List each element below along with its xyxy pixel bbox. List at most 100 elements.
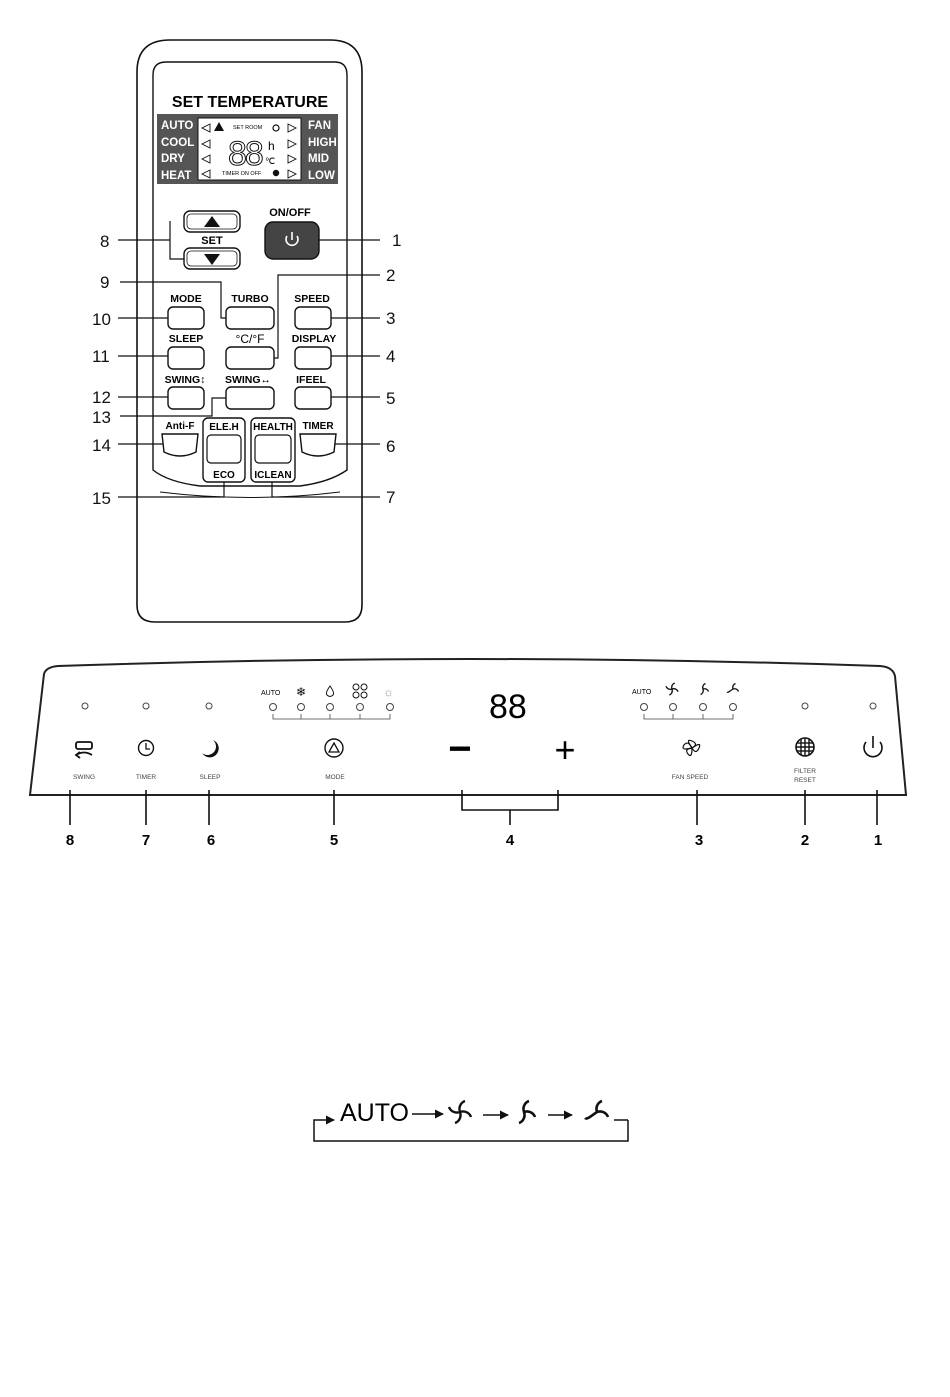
timer-button[interactable] xyxy=(299,433,337,457)
timer-label: TIMER xyxy=(302,421,334,432)
lcd-fan-mid: MID xyxy=(308,153,329,165)
status-leds xyxy=(81,702,877,711)
control-panel: AUTO ❄ ☼ 88 AUTO SWING TIMER xyxy=(28,658,908,849)
callout-12: 12 xyxy=(92,388,111,407)
down-arrow-icon xyxy=(204,254,220,265)
plus-button[interactable]: + xyxy=(554,729,575,770)
lcd-timer-icon xyxy=(272,169,280,177)
callout-4: 4 xyxy=(386,347,395,366)
panel-digits: 88 xyxy=(489,688,527,726)
ifeel-button[interactable] xyxy=(294,386,332,410)
onoff-button[interactable] xyxy=(264,221,320,260)
fan-speed-icon xyxy=(682,739,701,757)
panel-callout-1: 1 xyxy=(874,832,882,849)
panel-mode-button[interactable]: MODE xyxy=(324,738,345,781)
panel-callout-2: 2 xyxy=(801,832,809,849)
filter-label: FILTER xyxy=(794,768,816,775)
panel-sleep-button[interactable]: SLEEP xyxy=(200,740,221,781)
minus-button[interactable]: − xyxy=(448,727,471,771)
speed-button[interactable] xyxy=(294,306,332,330)
power-panel-icon xyxy=(863,736,883,758)
lcd-signal-icon xyxy=(214,122,224,131)
moon-icon xyxy=(202,740,219,758)
panel-fan-auto: AUTO xyxy=(632,689,652,696)
remote-callout-lines xyxy=(118,221,380,498)
iclean-label: ICLEAN xyxy=(254,470,291,481)
lcd-timer-on-off: TIMER ON OFF xyxy=(222,171,262,177)
mode-label: MODE xyxy=(170,293,202,305)
turbo-button[interactable] xyxy=(225,306,275,330)
fan-speed-sequence: AUTO xyxy=(313,1099,629,1142)
display-label: DISPLAY xyxy=(292,333,337,345)
remote-callout-numbers: 1 2 3 4 5 6 7 8 9 10 11 12 13 14 15 xyxy=(92,231,401,508)
lcd-digits: 88 xyxy=(228,135,263,173)
panel-power-button[interactable] xyxy=(863,736,883,758)
swing-vertical-button[interactable] xyxy=(167,386,205,410)
panel-timer-button[interactable]: TIMER xyxy=(136,739,157,782)
health-label: HEALTH xyxy=(253,422,293,433)
callout-1: 1 xyxy=(392,231,401,250)
lcd-unit: ℃ xyxy=(265,156,275,166)
sequence-fan-low-icon xyxy=(584,1099,610,1120)
health-iclean-button[interactable] xyxy=(250,417,296,483)
lcd-hour: h xyxy=(268,139,275,153)
lcd-screen xyxy=(197,117,302,181)
mode-panel-label: MODE xyxy=(325,774,345,781)
callout-11: 11 xyxy=(92,347,110,366)
heat-icon: ☼ xyxy=(383,685,394,699)
clock-icon xyxy=(137,739,155,757)
set-up-button[interactable] xyxy=(183,210,241,233)
remote-control: SET TEMPERATURE AUTO COOL DRY HEAT FAN H… xyxy=(92,39,401,623)
panel-mode-auto: AUTO xyxy=(261,690,281,697)
callout-7: 7 xyxy=(386,488,395,507)
lcd-set-room: SET ROOM xyxy=(233,125,263,131)
panel-swing-button[interactable]: SWING xyxy=(73,741,95,781)
dry-icon xyxy=(325,685,335,697)
eleh-label: ELE.H xyxy=(209,422,238,433)
mode-triangle-icon xyxy=(324,738,344,758)
swing-horizontal-label: SWING↔ xyxy=(225,374,271,386)
ifeel-label: IFEEL xyxy=(296,374,326,386)
panel-fan-speed-button[interactable]: FAN SPEED xyxy=(672,739,709,781)
sequence-fan-high-icon xyxy=(447,1099,473,1125)
swing-icon xyxy=(74,741,93,759)
sleep-button[interactable] xyxy=(167,346,205,370)
sequence-fan-mid-icon xyxy=(518,1099,537,1125)
callout-2: 2 xyxy=(386,266,395,285)
lcd-fan-label: FAN xyxy=(308,120,331,132)
lcd-power-icon xyxy=(272,124,280,132)
callout-13: 13 xyxy=(92,408,111,427)
set-down-button[interactable] xyxy=(183,247,241,270)
display-button[interactable] xyxy=(294,346,332,370)
swing-horizontal-button[interactable] xyxy=(225,386,275,410)
speed-label: SPEED xyxy=(294,293,330,305)
mode-button[interactable] xyxy=(167,306,205,330)
panel-callout-6: 6 xyxy=(207,832,215,849)
panel-callout-numbers: 8 7 6 5 4 3 2 1 xyxy=(66,832,882,849)
callout-14: 14 xyxy=(92,436,111,455)
lcd-fan-high: HIGH xyxy=(308,137,337,149)
fan-speed-label: FAN SPEED xyxy=(672,774,709,781)
swing-label: SWING xyxy=(73,774,95,781)
reset-label: RESET xyxy=(794,777,816,784)
callout-15: 15 xyxy=(92,489,111,508)
power-icon xyxy=(285,232,299,247)
panel-callout-8: 8 xyxy=(66,832,74,849)
panel-callout-lines xyxy=(69,790,878,825)
set-label: SET xyxy=(201,235,223,247)
timer-panel-label: TIMER xyxy=(136,774,157,781)
turbo-label: TURBO xyxy=(231,293,268,305)
onoff-label: ON/OFF xyxy=(269,207,311,219)
lcd-mode-auto: AUTO xyxy=(161,120,193,132)
celsius-button[interactable] xyxy=(225,346,275,370)
lcd-arrow-icons xyxy=(200,123,298,179)
callout-3: 3 xyxy=(386,309,395,328)
lcd-mode-dry: DRY xyxy=(161,153,185,165)
swing-vertical-label: SWING↕ xyxy=(165,374,206,386)
panel-filter-reset-button[interactable]: FILTER RESET xyxy=(794,737,816,784)
antif-button[interactable] xyxy=(161,433,199,457)
panel-callout-7: 7 xyxy=(142,832,150,849)
celsius-fahrenheit-label: °C/°F xyxy=(236,332,265,346)
callout-6: 6 xyxy=(386,437,395,456)
